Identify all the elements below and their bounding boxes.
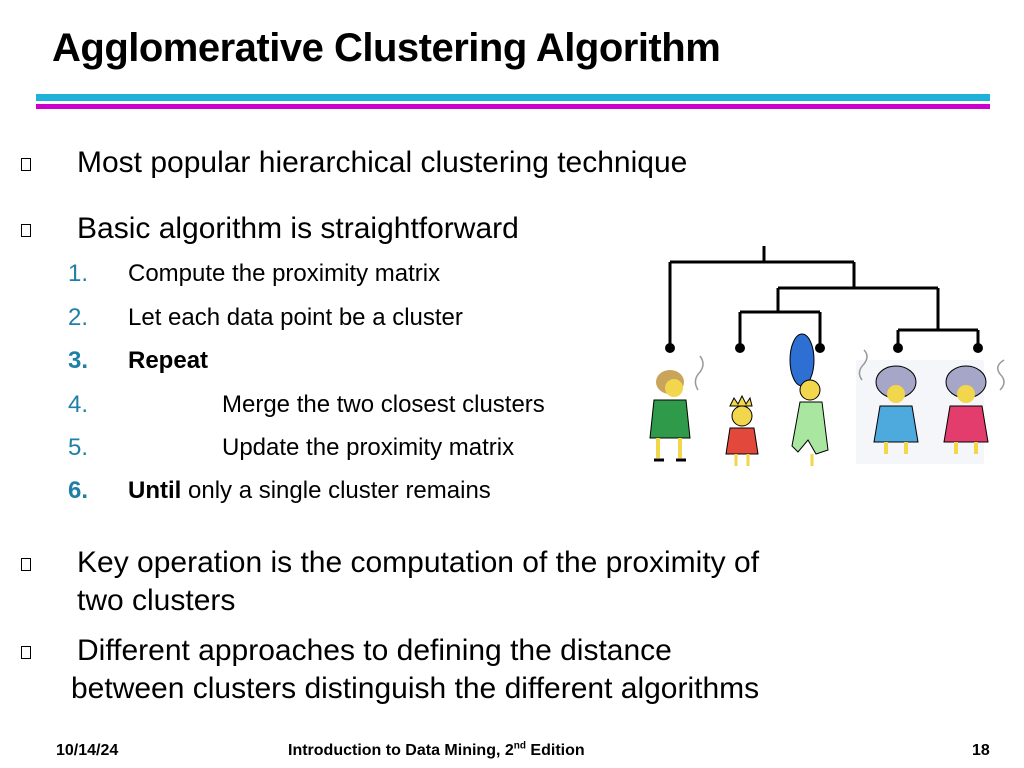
step-text-1: Compute the proximity matrix [128,260,441,287]
step-number-4: 4. [68,391,89,418]
footer-date: 10/14/24 [56,742,119,759]
dendrogram-illustration [649,246,1005,466]
step-text-5: Update the proximity matrix [222,434,515,461]
footer-book-sup: nd [513,740,526,752]
bullet-marker [21,558,31,571]
footer-page-number: 18 [972,742,990,759]
slide-title: Agglomerative Clustering Algorithm [52,26,721,70]
bullet-text-3: Key operation is the computation of the … [77,546,760,579]
step-keyword-until: Until [128,477,182,504]
step-text-2: Let each data point be a cluster [128,304,463,331]
bullet-marker [21,646,31,659]
step-text-4: Merge the two closest clusters [222,391,545,418]
leaf-dot [665,343,675,353]
footer-book-suffix: Edition [525,742,585,759]
leaf-dots [665,343,983,353]
step-number-1: 1. [68,260,89,287]
character-green-dress-icon [649,355,704,462]
leaf-dot [815,343,825,353]
character-pink-dress-icon [943,359,1005,454]
step-number-5: 5. [68,434,89,461]
title-rule-magenta [36,104,990,109]
bullet-marker [21,224,31,237]
character-tall-blue-hair-icon [789,333,829,466]
step-text-6: Until only a single cluster remains [128,476,491,506]
bullet-text-4-cont: between clusters distinguish the differe… [71,672,760,705]
step-text-3: Repeat [128,347,209,374]
step-number-2: 2. [68,304,89,331]
title-rule-cyan [36,94,990,101]
leaf-dot [973,343,983,353]
bullet-text-2: Basic algorithm is straightforward [77,212,519,245]
bullet-text-4: Different approaches to defining the dis… [77,634,672,667]
step-text-6-rest: only a single cluster remains [188,477,491,504]
leaf-dot [893,343,903,353]
dendrogram-lines [668,246,980,348]
bullet-text-1: Most popular hierarchical clustering tec… [77,146,688,179]
step-number-3: 3. [68,347,89,374]
leaf-dot [735,343,745,353]
step-number-6: 6. [68,477,89,504]
character-red-dress-icon [725,394,759,466]
footer-book-title: Introduction to Data Mining, 2nd Edition [288,740,585,762]
footer-book-prefix: Introduction to Data Mining, 2 [288,742,514,759]
bullet-marker [21,158,31,171]
bullet-text-3-cont: two clusters [77,584,236,617]
